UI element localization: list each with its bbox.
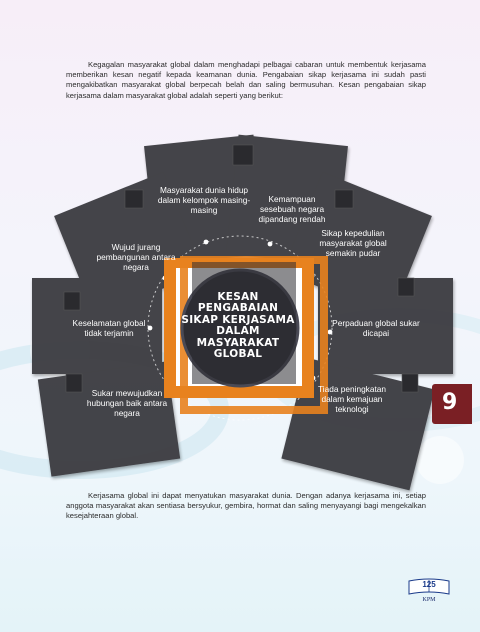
publisher-logo: 125 KPM xyxy=(405,578,453,618)
page-number: 125 xyxy=(422,580,436,589)
tile-mid-right xyxy=(318,278,453,374)
tile-lower-right xyxy=(281,357,435,491)
effect-upper-right: Sikap kepedulian masyarakat global semak… xyxy=(319,228,387,258)
effect-mid-right: Perpaduan global sukar dicapai xyxy=(332,318,420,338)
closing-paragraph: Kerjasama global ini dapat menyatukan ma… xyxy=(66,491,426,521)
diagram-center-title: KESAN PENGABAIAN SIKAP KERJASAMA DALAM M… xyxy=(181,290,295,360)
effect-mid-left: Keselamatan global tidak terjamin xyxy=(72,318,146,338)
book-icon xyxy=(408,578,450,595)
chapter-number: 9 xyxy=(442,390,458,415)
publisher-name: KPM xyxy=(422,597,436,603)
effect-lower-right: Tiada peningkatan dalam kemajuan teknolo… xyxy=(318,384,386,414)
effect-top-left: Masyarakat dunia hidup dalam kelompok ma… xyxy=(157,185,251,215)
chapter-tab xyxy=(432,384,472,424)
tile-lower-left xyxy=(37,361,181,477)
effect-top-right: Kemampuan sesebuah negara dipandang rend… xyxy=(258,194,326,224)
intro-paragraph: Kegagalan masyarakat global dalam mengha… xyxy=(66,60,426,100)
effect-lower-left: Sukar mewujudkan hubungan baik antara ne… xyxy=(86,388,168,418)
tile-mid-left xyxy=(32,278,162,374)
effect-upper-left: Wujud jurang pembangunan antara negara xyxy=(96,242,176,272)
